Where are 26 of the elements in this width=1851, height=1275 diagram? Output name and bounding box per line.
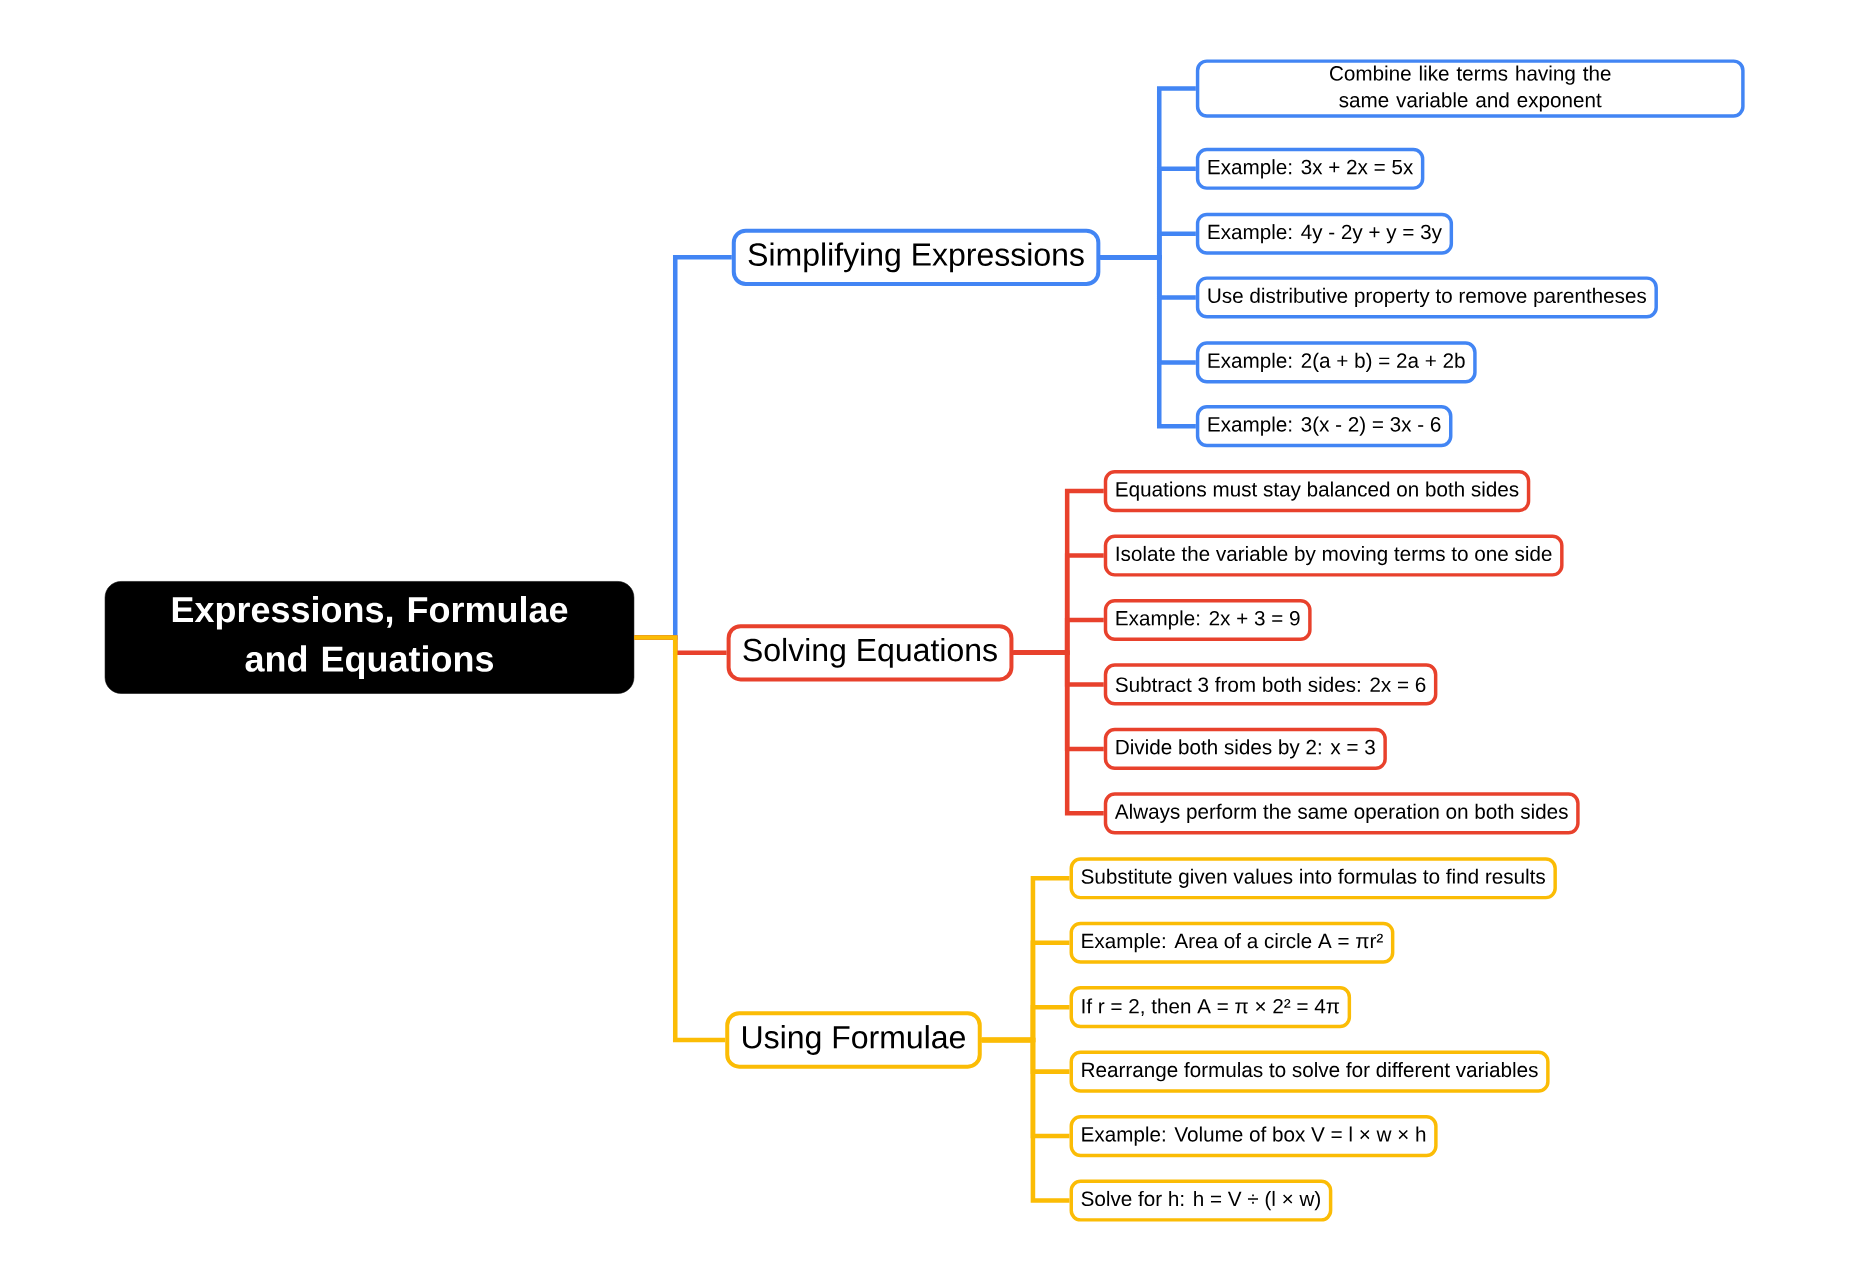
connector-line xyxy=(1013,650,1104,816)
subtopic-box: Rearrange formulas to solve for different variables xyxy=(1069,1050,1550,1093)
topic-box: Using Formulae xyxy=(725,1011,982,1069)
subtopic-box: Subtract 3 from both sides: 2x = 6 xyxy=(1103,663,1438,706)
subtopic-box: Example: 2x + 3 = 9 xyxy=(1103,598,1312,642)
connector-line xyxy=(634,635,726,1043)
subtopic-box: Equations must stay balanced on both sides xyxy=(1103,470,1531,513)
subtopic-box: Isolate the variable by moving terms to one side xyxy=(1103,534,1564,577)
subtopic-box: Divide both sides by 2: x = 3 xyxy=(1103,727,1387,770)
subtopic-box: Example: 4y - 2y + y = 3y xyxy=(1195,212,1454,255)
connector-line xyxy=(1100,255,1196,429)
title-box: Expressions, Formulae and Equations xyxy=(104,581,635,694)
subtopic-box: Example: 2(a + b) = 2a + 2b xyxy=(1195,341,1477,384)
subtopic-box: Example: Volume of box V = l × w × h xyxy=(1069,1115,1438,1158)
subtopic-box: Example: 3(x - 2) = 3x - 6 xyxy=(1195,405,1453,448)
topic-box: Solving Equations xyxy=(726,624,1014,682)
topic-box: Simplifying Expressions xyxy=(731,228,1101,287)
subtopic-box: Example: 3x + 2x = 5x xyxy=(1195,147,1425,190)
subtopic-box: Always perform the same operation on both sides xyxy=(1103,792,1580,835)
subtopic-box: Example: Area of a circle A = πr² xyxy=(1069,921,1395,964)
connector-line xyxy=(981,1037,1070,1203)
subtopic-box: Use distributive property to remove parentheses xyxy=(1195,276,1658,319)
subtopic-box: If r = 2, then A = π × 2² = 4π xyxy=(1069,986,1352,1029)
subtopic-box: Combine like terms having the same variable and exponent xyxy=(1195,59,1745,118)
subtopic-box: Substitute given values into formulas to find results xyxy=(1069,857,1557,900)
subtopic-box: Solve for h: h = V ÷ (l × w) xyxy=(1069,1179,1333,1222)
